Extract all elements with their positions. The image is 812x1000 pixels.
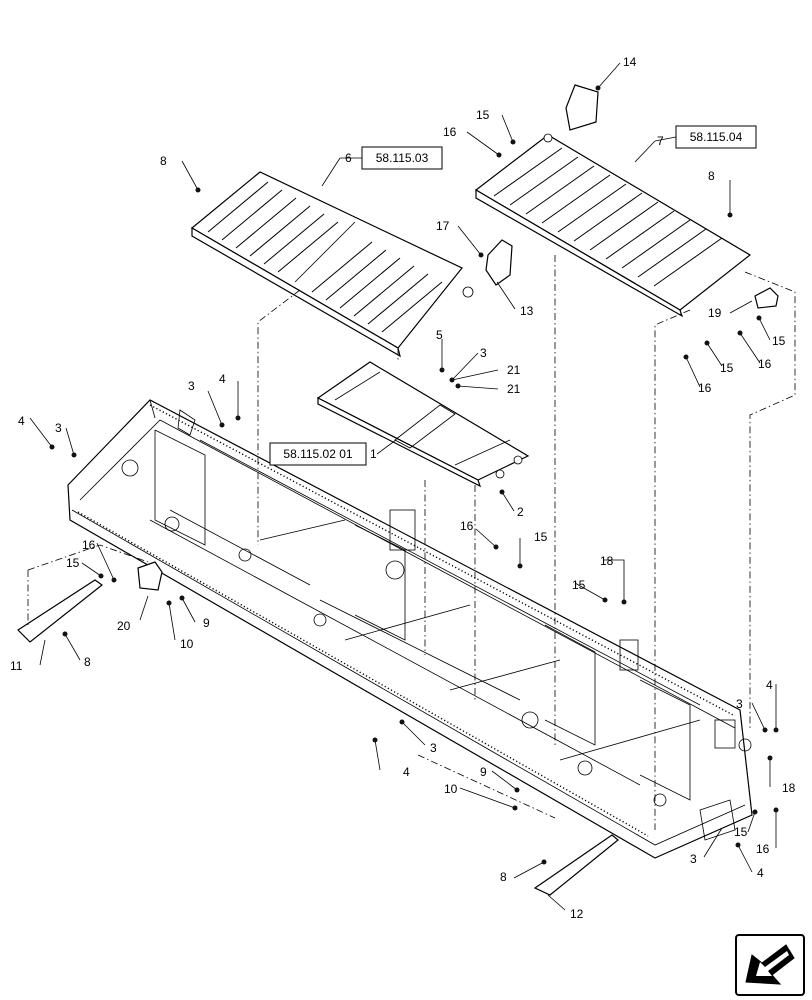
callout-2: 2 [517,505,524,519]
reference-box-6[interactable]: 58.115.03 [361,146,443,170]
previous-page-arrow-icon[interactable] [735,934,805,996]
callout-15: 15 [476,108,490,122]
callout-12: 12 [570,907,584,921]
callout-9: 9 [203,616,210,630]
callout-3: 3 [690,852,697,866]
callout-3: 3 [736,697,743,711]
assembly-lines [27,255,796,830]
part-19-bracket [754,287,779,309]
callout-4: 4 [219,372,226,386]
callout-10: 10 [444,782,458,796]
callout-14: 14 [623,55,637,69]
callout-3: 3 [430,741,437,755]
main-frame [67,399,753,859]
reference-label-7: 58.115.04 [690,130,743,144]
callout-20: 20 [117,619,131,633]
callout-labels: 14 15 16 7 8 6 8 17 13 19 15 16 15 16 5 … [10,55,796,921]
pan-assembly-1 [316,361,530,488]
callout-15: 15 [572,578,586,592]
callout-16: 16 [82,538,96,552]
callout-6: 6 [345,151,352,165]
callout-11: 11 [10,659,23,673]
part-20-bracket [137,561,163,591]
part-11-skid [17,579,103,643]
callout-18: 18 [600,554,614,568]
callout-16: 16 [756,842,770,856]
callout-1: 1 [370,447,377,461]
callout-8: 8 [84,655,91,669]
callout-13: 13 [520,304,534,318]
callout-16: 16 [443,125,457,139]
callout-16: 16 [698,381,712,395]
callout-16: 16 [758,357,772,371]
callout-4: 4 [18,414,25,428]
callout-21: 21 [507,382,521,396]
callout-5: 5 [436,328,443,342]
callout-3: 3 [188,379,195,393]
callout-19: 19 [708,306,722,320]
callout-4: 4 [757,866,764,880]
callout-8: 8 [708,169,715,183]
callout-8: 8 [500,870,507,884]
pan-assembly-7 [474,133,752,318]
part-12-skid [533,834,619,896]
callout-3: 3 [55,421,62,435]
hardware-fasteners [49,85,779,865]
reference-box-1[interactable]: 58.115.02 01 [269,442,367,466]
callout-15: 15 [734,825,748,839]
callout-21: 21 [507,363,521,377]
callout-10: 10 [180,637,194,651]
reference-label-1: 58.115.02 01 [283,447,353,461]
leader-lines [29,62,777,911]
part-14-cover [565,84,599,131]
callout-4: 4 [766,678,773,692]
callout-18: 18 [782,781,796,795]
callout-3: 3 [480,346,487,360]
callout-15: 15 [772,334,786,348]
callout-4: 4 [403,765,410,779]
callout-15: 15 [720,361,734,375]
callout-16: 16 [460,519,474,533]
pan-7-ribs [493,147,723,287]
pan-assembly-6 [190,171,474,358]
callout-7: 7 [657,134,664,148]
reference-label-6: 58.115.03 [376,151,429,165]
pan-6-ribs [207,181,443,333]
callout-15: 15 [534,530,548,544]
callout-8: 8 [160,154,167,168]
callout-9: 9 [480,765,487,779]
reference-box-7[interactable]: 58.115.04 [675,125,757,149]
callout-15: 15 [66,556,80,570]
callout-17: 17 [436,219,450,233]
part-13-bracket [485,239,513,286]
